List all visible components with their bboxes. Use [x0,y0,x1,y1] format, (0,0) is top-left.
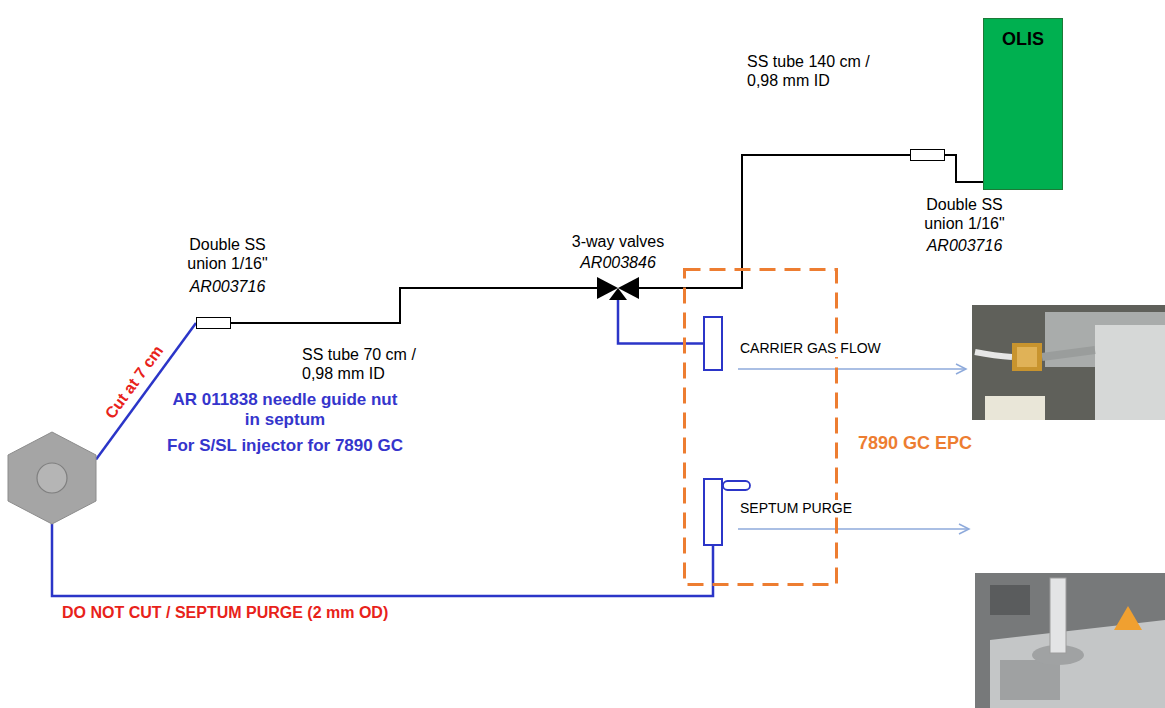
tube-label: Cut at 7 cm [99,340,168,424]
node-label: SEPTUM PURGE [738,500,854,517]
hex-nut [8,432,96,524]
tube-connector [618,300,703,344]
photo-tube [1050,578,1066,653]
part-number: For S/SL injector for 7890 GC [167,436,403,456]
photo-tube [1042,350,1095,357]
photo-carrier-fitting [972,305,1165,420]
epc-region: 7890 GC EPCCARRIER GAS FLOWSEPTUM PURGE [683,268,838,586]
node-label: Double SS union 1/16" [917,195,1012,233]
tube-connector [52,524,713,596]
part-number: AR003716 [190,277,266,296]
pointer-line [738,368,965,370]
photo-block [1000,660,1060,700]
union-fitting: Double SS union 1/16"AR003716 [196,317,231,329]
tube-label: DO NOT CUT / SEPTUM PURGE (2 mm OD) [60,603,390,622]
olis-box: OLIS [983,18,1063,190]
node-label: 3-way valves [572,232,664,251]
tube-connector [231,288,597,323]
union-fitting: Double SS union 1/16"AR003716 [910,149,945,161]
node-label: OLIS [1002,29,1044,51]
tube-connector [945,155,983,182]
photo-block [990,585,1030,615]
photo-warning [1114,606,1142,630]
clip-symbol [723,481,750,490]
septum-port: SEPTUM PURGE [703,478,723,546]
valve-symbol [609,288,627,300]
photo-tube [975,352,1012,357]
node-label: AR 011838 needle guide nut in septum [167,390,403,431]
needle-guide-nut-outline [8,432,96,524]
photo-brass-nut [1017,347,1037,367]
photo-ground [972,305,1165,420]
pointer-head [959,524,969,534]
pointer-head [956,364,966,374]
part-number: AR003846 [580,253,656,272]
tube-label: SS tube 140 cm / 0,98 mm ID [745,52,880,90]
tube-label: SS tube 70 cm / 0,98 mm ID [300,345,430,383]
dashed-outline [685,270,837,585]
nut-bore [37,463,67,493]
part-number: AR003716 [927,236,1003,255]
node-label: 7890 GC EPC [858,433,972,455]
photo-ground [975,573,1165,708]
three-way-valve-outline [597,276,639,300]
photo-block [1095,325,1165,420]
photo-sticker [985,396,1045,420]
photo-plate [990,620,1165,708]
pointer-line [738,528,968,530]
needle-guide-nut: AR 011838 needle guide nut in septumFor … [8,432,96,524]
carrier-port: CARRIER GAS FLOW [703,316,723,371]
photo-septum-purge [975,573,1165,708]
three-way-valve: 3-way valvesAR003846 [597,276,639,300]
node-label: Double SS union 1/16" [180,235,275,273]
photo-brass-nut [1012,343,1042,371]
node-label: CARRIER GAS FLOW [738,340,883,357]
